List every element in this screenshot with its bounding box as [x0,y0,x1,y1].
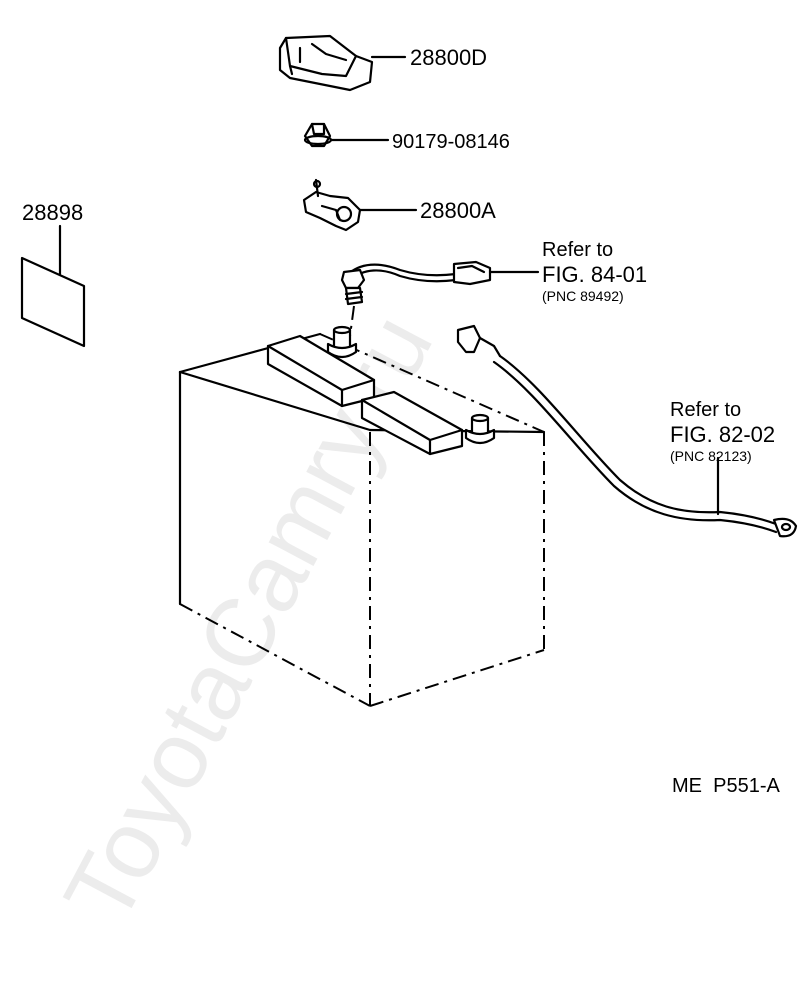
terminal-clamp-part [302,178,418,232]
part-number-nut: 90179-08146 [392,131,510,153]
battery-cable [456,324,798,538]
battery-part [178,325,546,707]
ref1-line3: (PNC 89492) [542,288,624,304]
part-number-clamp: 28800A [420,198,496,223]
nut-part [303,122,390,148]
part-number-label: 28898 [22,200,83,225]
battery-holder-part [278,34,407,92]
part-number-holder: 28800D [410,45,487,70]
sensor-wire [340,260,540,337]
ref2-line2: FIG. 82-02 [670,422,775,447]
label-sheet-part [20,224,86,348]
ref2-line3: (PNC 82123) [670,448,752,464]
ref1-line2: FIG. 84-01 [542,262,647,287]
ref2-line1: Refer to [670,399,741,421]
figure-code: ME P551-A [672,775,780,797]
ref1-line1: Refer to [542,239,613,261]
